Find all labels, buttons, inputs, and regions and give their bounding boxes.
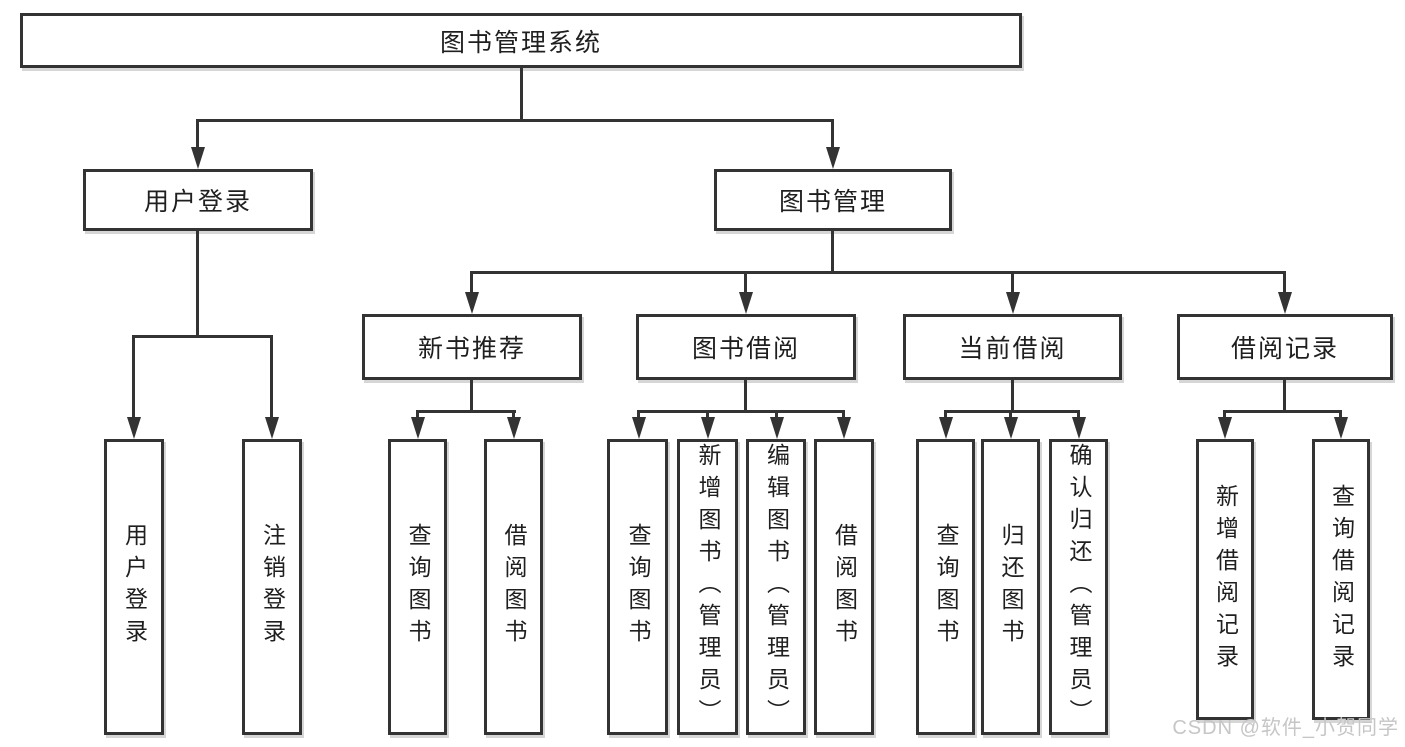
leaf-label: 借阅图书: [831, 523, 858, 651]
node-book-management: 图书管理: [714, 169, 952, 231]
flow-line: [132, 335, 273, 338]
flow-line: [775, 410, 778, 417]
leaf-query-book-recommend: 查询图书: [388, 439, 447, 735]
arrow-down-icon: [1006, 292, 1020, 314]
node-user-login: 用户登录: [83, 169, 313, 231]
leaf-query-book-borrowing: 查询图书: [607, 439, 668, 735]
arrow-down-icon: [770, 417, 784, 439]
flow-line: [520, 68, 523, 120]
arrow-down-icon: [1072, 417, 1086, 439]
arrow-down-icon: [632, 417, 646, 439]
node-label: 借阅记录: [1230, 335, 1339, 363]
flow-line: [1339, 410, 1342, 417]
flow-line: [1011, 380, 1014, 410]
arrow-down-icon: [701, 417, 715, 439]
leaf-label: 注销登录: [259, 523, 286, 651]
leaf-label: 编辑图书（管理员）: [763, 443, 790, 731]
arrow-down-icon: [507, 417, 521, 439]
node-library-management-system: 图书管理系统: [20, 13, 1022, 68]
arrow-down-icon: [1218, 417, 1232, 439]
flow-line: [1283, 380, 1286, 410]
node-label: 图书借阅: [691, 335, 800, 363]
leaf-label: 借阅图书: [501, 523, 527, 651]
flow-line: [1283, 271, 1286, 292]
arrow-down-icon: [265, 417, 279, 439]
flow-line: [270, 335, 273, 417]
node-current-borrowing: 当前借阅: [903, 314, 1122, 380]
leaf-label: 新增借阅记录: [1212, 483, 1239, 676]
leaf-return-book: 归还图书: [981, 439, 1040, 735]
leaf-confirm-return-admin: 确认归还（管理员）: [1049, 439, 1108, 735]
leaf-borrow-book: 借阅图书: [814, 439, 874, 735]
arrow-down-icon: [1278, 292, 1292, 314]
node-label: 用户登录: [143, 188, 252, 216]
leaf-add-book-admin: 新增图书（管理员）: [677, 439, 738, 735]
leaf-label: 查询图书: [625, 523, 651, 651]
flow-line: [1223, 410, 1342, 413]
arrow-down-icon: [939, 417, 953, 439]
arrow-down-icon: [837, 417, 851, 439]
flow-line: [831, 231, 834, 271]
node-label: 当前借阅: [958, 335, 1067, 363]
leaf-label: 新增图书（管理员）: [695, 443, 721, 731]
node-label: 图书管理: [778, 188, 887, 216]
arrow-down-icon: [465, 292, 479, 314]
flow-line: [944, 410, 1080, 413]
leaf-label: 确认归还（管理员）: [1066, 443, 1092, 731]
arrow-down-icon: [739, 292, 753, 314]
flow-line: [132, 335, 135, 417]
leaf-label: 用户登录: [121, 523, 148, 651]
flow-line: [416, 410, 516, 413]
arrow-down-icon: [127, 417, 141, 439]
flow-line: [470, 271, 473, 292]
flow-line: [196, 231, 199, 335]
arrow-down-icon: [1334, 417, 1348, 439]
flow-line: [744, 380, 747, 410]
node-label: 图书管理系统: [439, 28, 602, 57]
flow-line: [944, 410, 947, 417]
flow-line: [1223, 410, 1226, 417]
flow-line: [706, 410, 709, 417]
node-book-borrowing: 图书借阅: [636, 314, 856, 380]
leaf-query-borrow-record: 查询借阅记录: [1312, 439, 1370, 720]
leaf-edit-book-admin: 编辑图书（管理员）: [746, 439, 806, 735]
flow-line: [842, 410, 845, 417]
flow-line: [470, 380, 473, 410]
flow-line: [831, 119, 834, 147]
leaf-user-login: 用户登录: [104, 439, 164, 735]
leaf-label: 查询图书: [933, 523, 959, 651]
flow-line: [744, 271, 747, 292]
flow-line: [1077, 410, 1080, 417]
flow-line: [1011, 271, 1014, 292]
node-label: 新书推荐: [417, 335, 526, 363]
flow-line: [637, 410, 845, 413]
flow-line: [637, 410, 640, 417]
leaf-add-borrow-record: 新增借阅记录: [1196, 439, 1254, 720]
leaf-label: 归还图书: [998, 523, 1024, 651]
flow-line: [416, 410, 419, 417]
arrow-down-icon: [1004, 417, 1018, 439]
arrow-down-icon: [191, 147, 205, 169]
leaf-label: 查询图书: [405, 523, 431, 651]
node-borrowing-records: 借阅记录: [1177, 314, 1393, 380]
csdn-watermark: CSDN @软件_小贺同学: [1172, 717, 1399, 739]
arrow-down-icon: [411, 417, 425, 439]
node-new-book-recommend: 新书推荐: [362, 314, 582, 380]
flow-line: [470, 271, 1286, 274]
flow-line: [197, 119, 834, 122]
leaf-label: 查询借阅记录: [1328, 483, 1355, 676]
flow-line: [196, 119, 199, 147]
leaf-logout-login: 注销登录: [242, 439, 302, 735]
leaf-borrow-book-recommend: 借阅图书: [484, 439, 543, 735]
flow-line: [1009, 410, 1012, 417]
leaf-query-book-current: 查询图书: [916, 439, 975, 735]
flow-line: [512, 410, 515, 417]
arrow-down-icon: [826, 147, 840, 169]
